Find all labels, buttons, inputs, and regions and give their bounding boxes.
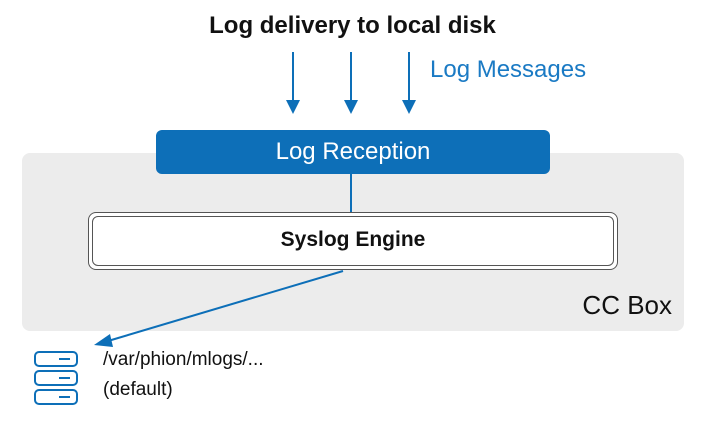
engine-to-storage-arrow (107, 270, 344, 342)
storage-path-label: /var/phion/mlogs/... (103, 349, 264, 370)
incoming-arrowhead-3 (402, 100, 416, 114)
incoming-arrowhead-2 (344, 100, 358, 114)
server-stack-icon (34, 351, 78, 405)
storage-arrowhead (94, 334, 113, 347)
storage-default-label: (default) (103, 379, 173, 400)
diagram-title: Log delivery to local disk (209, 12, 496, 39)
syslog-engine-label: Syslog Engine (92, 216, 614, 266)
log-messages-label: Log Messages (430, 56, 587, 83)
syslog-engine-box: Syslog Engine (88, 212, 618, 270)
log-reception-box: Log Reception (156, 130, 550, 174)
incoming-arrowhead-1 (286, 100, 300, 114)
cc-box-label: CC Box (582, 290, 672, 320)
